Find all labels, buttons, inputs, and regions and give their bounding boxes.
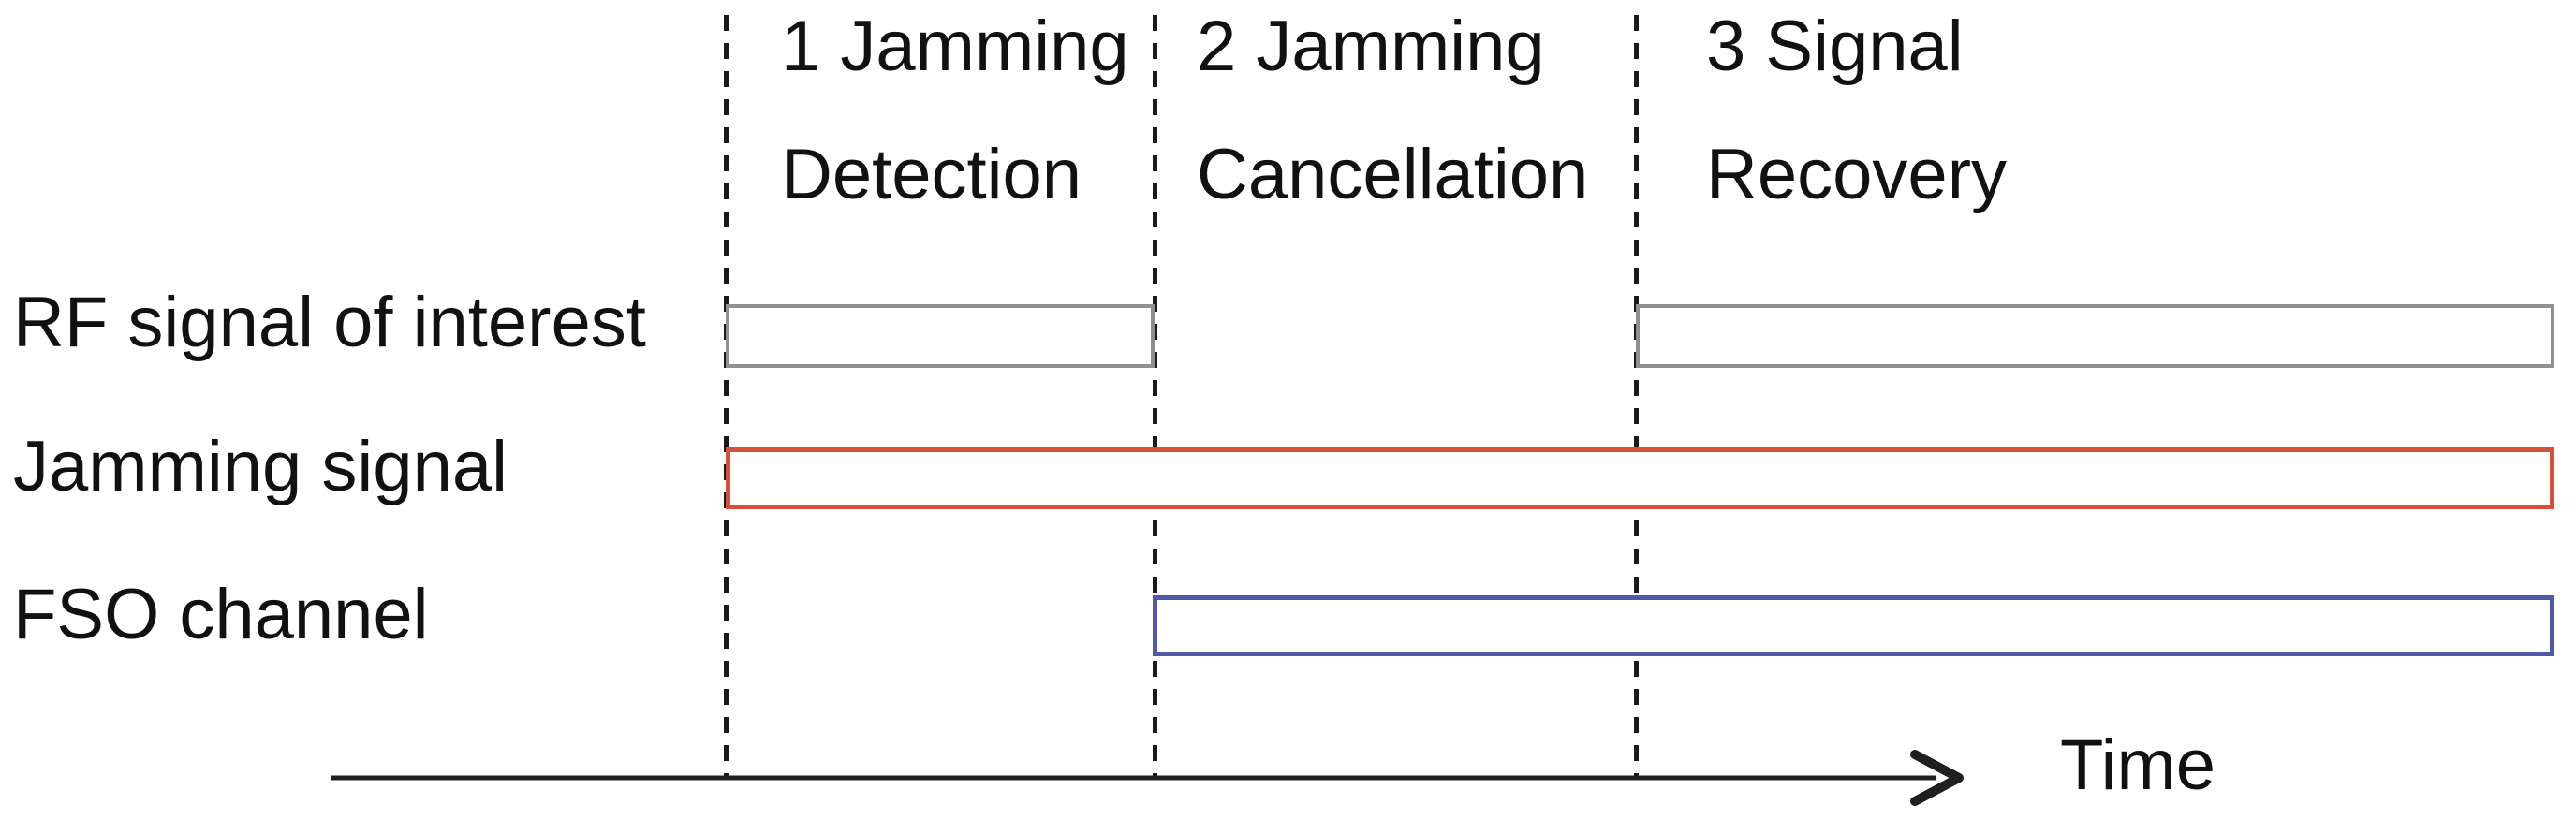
rf-signal-bar-detection-phase	[726, 304, 1155, 368]
phase-3-line-1: 3 Signal	[1706, 7, 1964, 86]
phase-divider-2	[1153, 15, 1157, 779]
row-label-jamming-signal: Jamming signal	[13, 427, 508, 506]
time-axis-label: Time	[2060, 725, 2216, 805]
row-label-rf-signal: RF signal of interest	[13, 283, 646, 362]
rf-signal-bar-recovery-phase	[1636, 304, 2554, 368]
phase-divider-1	[724, 15, 729, 779]
fso-channel-bar	[1153, 595, 2554, 656]
phase-1-line-1: 1 Jamming	[781, 7, 1129, 86]
phase-label-jamming-cancellation: 2 Jamming Cancellation	[1197, 11, 1588, 211]
phase-1-line-2: Detection	[781, 135, 1082, 214]
phase-2-line-1: 2 Jamming	[1197, 7, 1545, 86]
phase-label-signal-recovery: 3 Signal Recovery	[1706, 11, 2007, 211]
phase-divider-3	[1634, 15, 1639, 779]
phase-label-jamming-detection: 1 Jamming Detection	[781, 11, 1129, 211]
jamming-signal-bar	[726, 447, 2554, 509]
phase-3-line-2: Recovery	[1706, 135, 2007, 214]
row-label-fso-channel: FSO channel	[13, 575, 429, 654]
time-axis-arrowhead	[1910, 750, 1964, 806]
phase-2-line-2: Cancellation	[1197, 135, 1589, 214]
time-axis	[331, 750, 1964, 806]
